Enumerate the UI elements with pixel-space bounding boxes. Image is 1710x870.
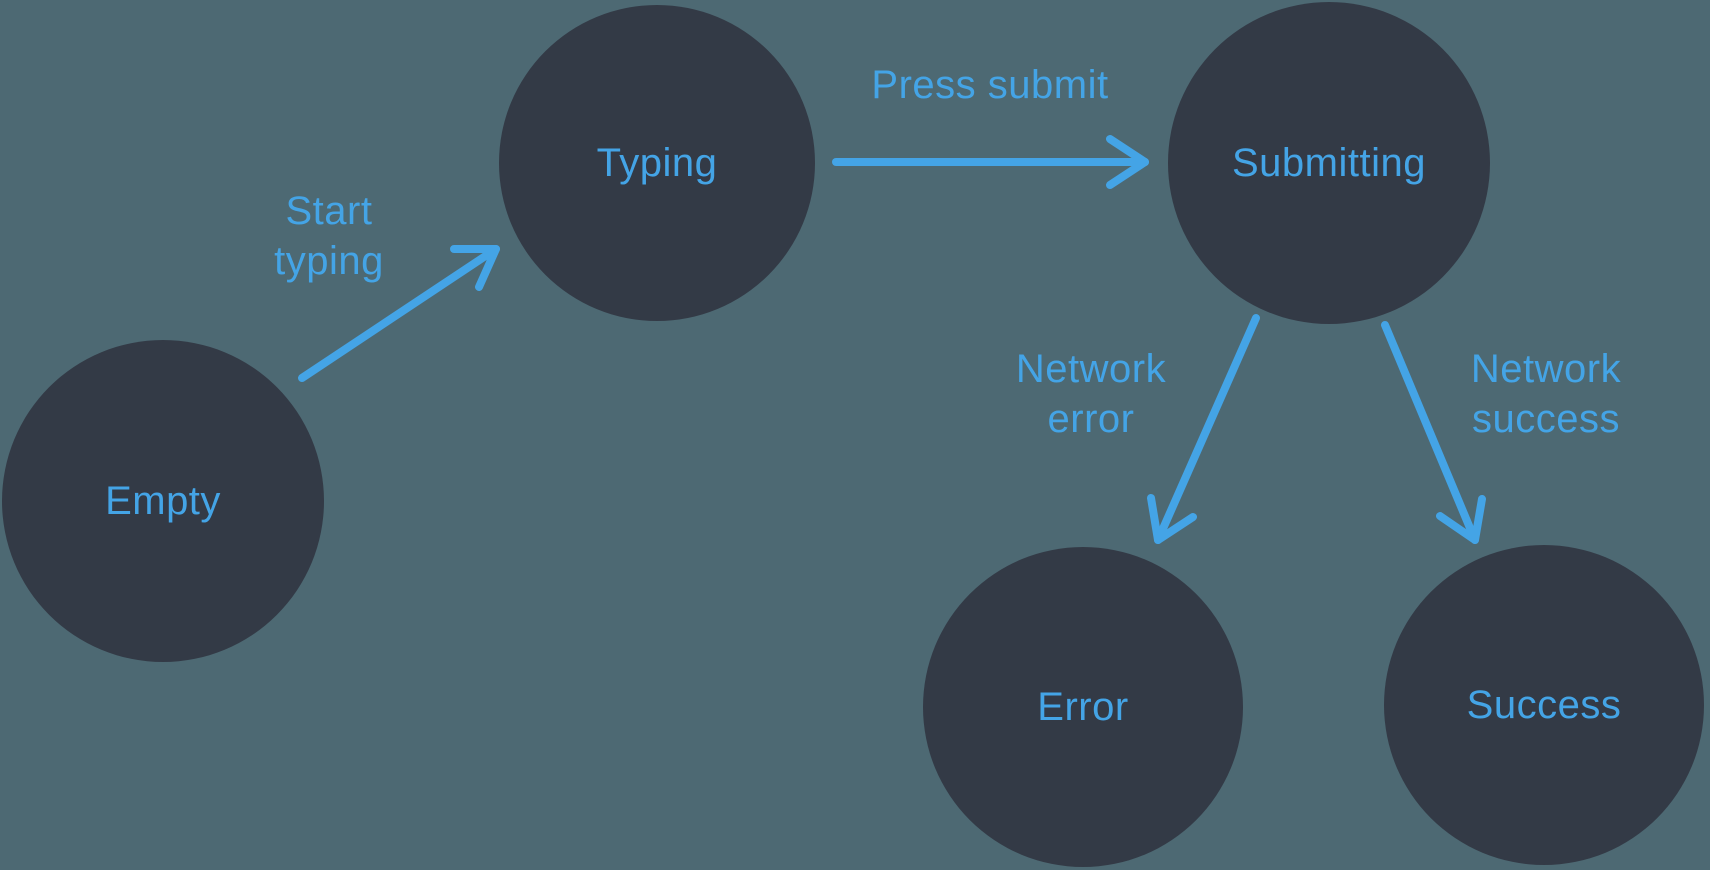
edge-arrow-start-typing [298, 245, 500, 382]
state-node-success: Success [1384, 545, 1704, 865]
state-node-submitting: Submitting [1168, 2, 1490, 324]
edge-label-line: typing [274, 239, 384, 283]
edge-label-start-typing: Start typing [229, 186, 429, 286]
edge-label-network-error: Network error [966, 344, 1216, 444]
edge-arrow-network-error [1147, 314, 1260, 544]
edge-arrow-network-success [1381, 321, 1486, 544]
edge-label-network-success: Network success [1421, 344, 1671, 444]
state-node-label: Empty [105, 478, 221, 523]
edge-label-line: error [1047, 397, 1135, 441]
state-node-label: Success [1466, 682, 1622, 727]
edge-label-line: success [1472, 397, 1620, 441]
edge-label-line: Network [1015, 347, 1167, 391]
edge-label-line: Press submit [871, 63, 1109, 107]
state-node-error: Error [923, 547, 1243, 867]
edge-label-line: Network [1470, 347, 1622, 391]
state-node-empty: Empty [2, 340, 324, 662]
state-node-label: Error [1037, 684, 1129, 729]
state-node-label: Typing [596, 140, 718, 185]
state-node-typing: Typing [499, 5, 815, 321]
edge-arrow-press-submit [832, 135, 1149, 189]
edge-label-press-submit: Press submit [840, 60, 1140, 110]
state-node-label: Submitting [1232, 140, 1426, 185]
edge-label-line: Start [285, 189, 373, 233]
